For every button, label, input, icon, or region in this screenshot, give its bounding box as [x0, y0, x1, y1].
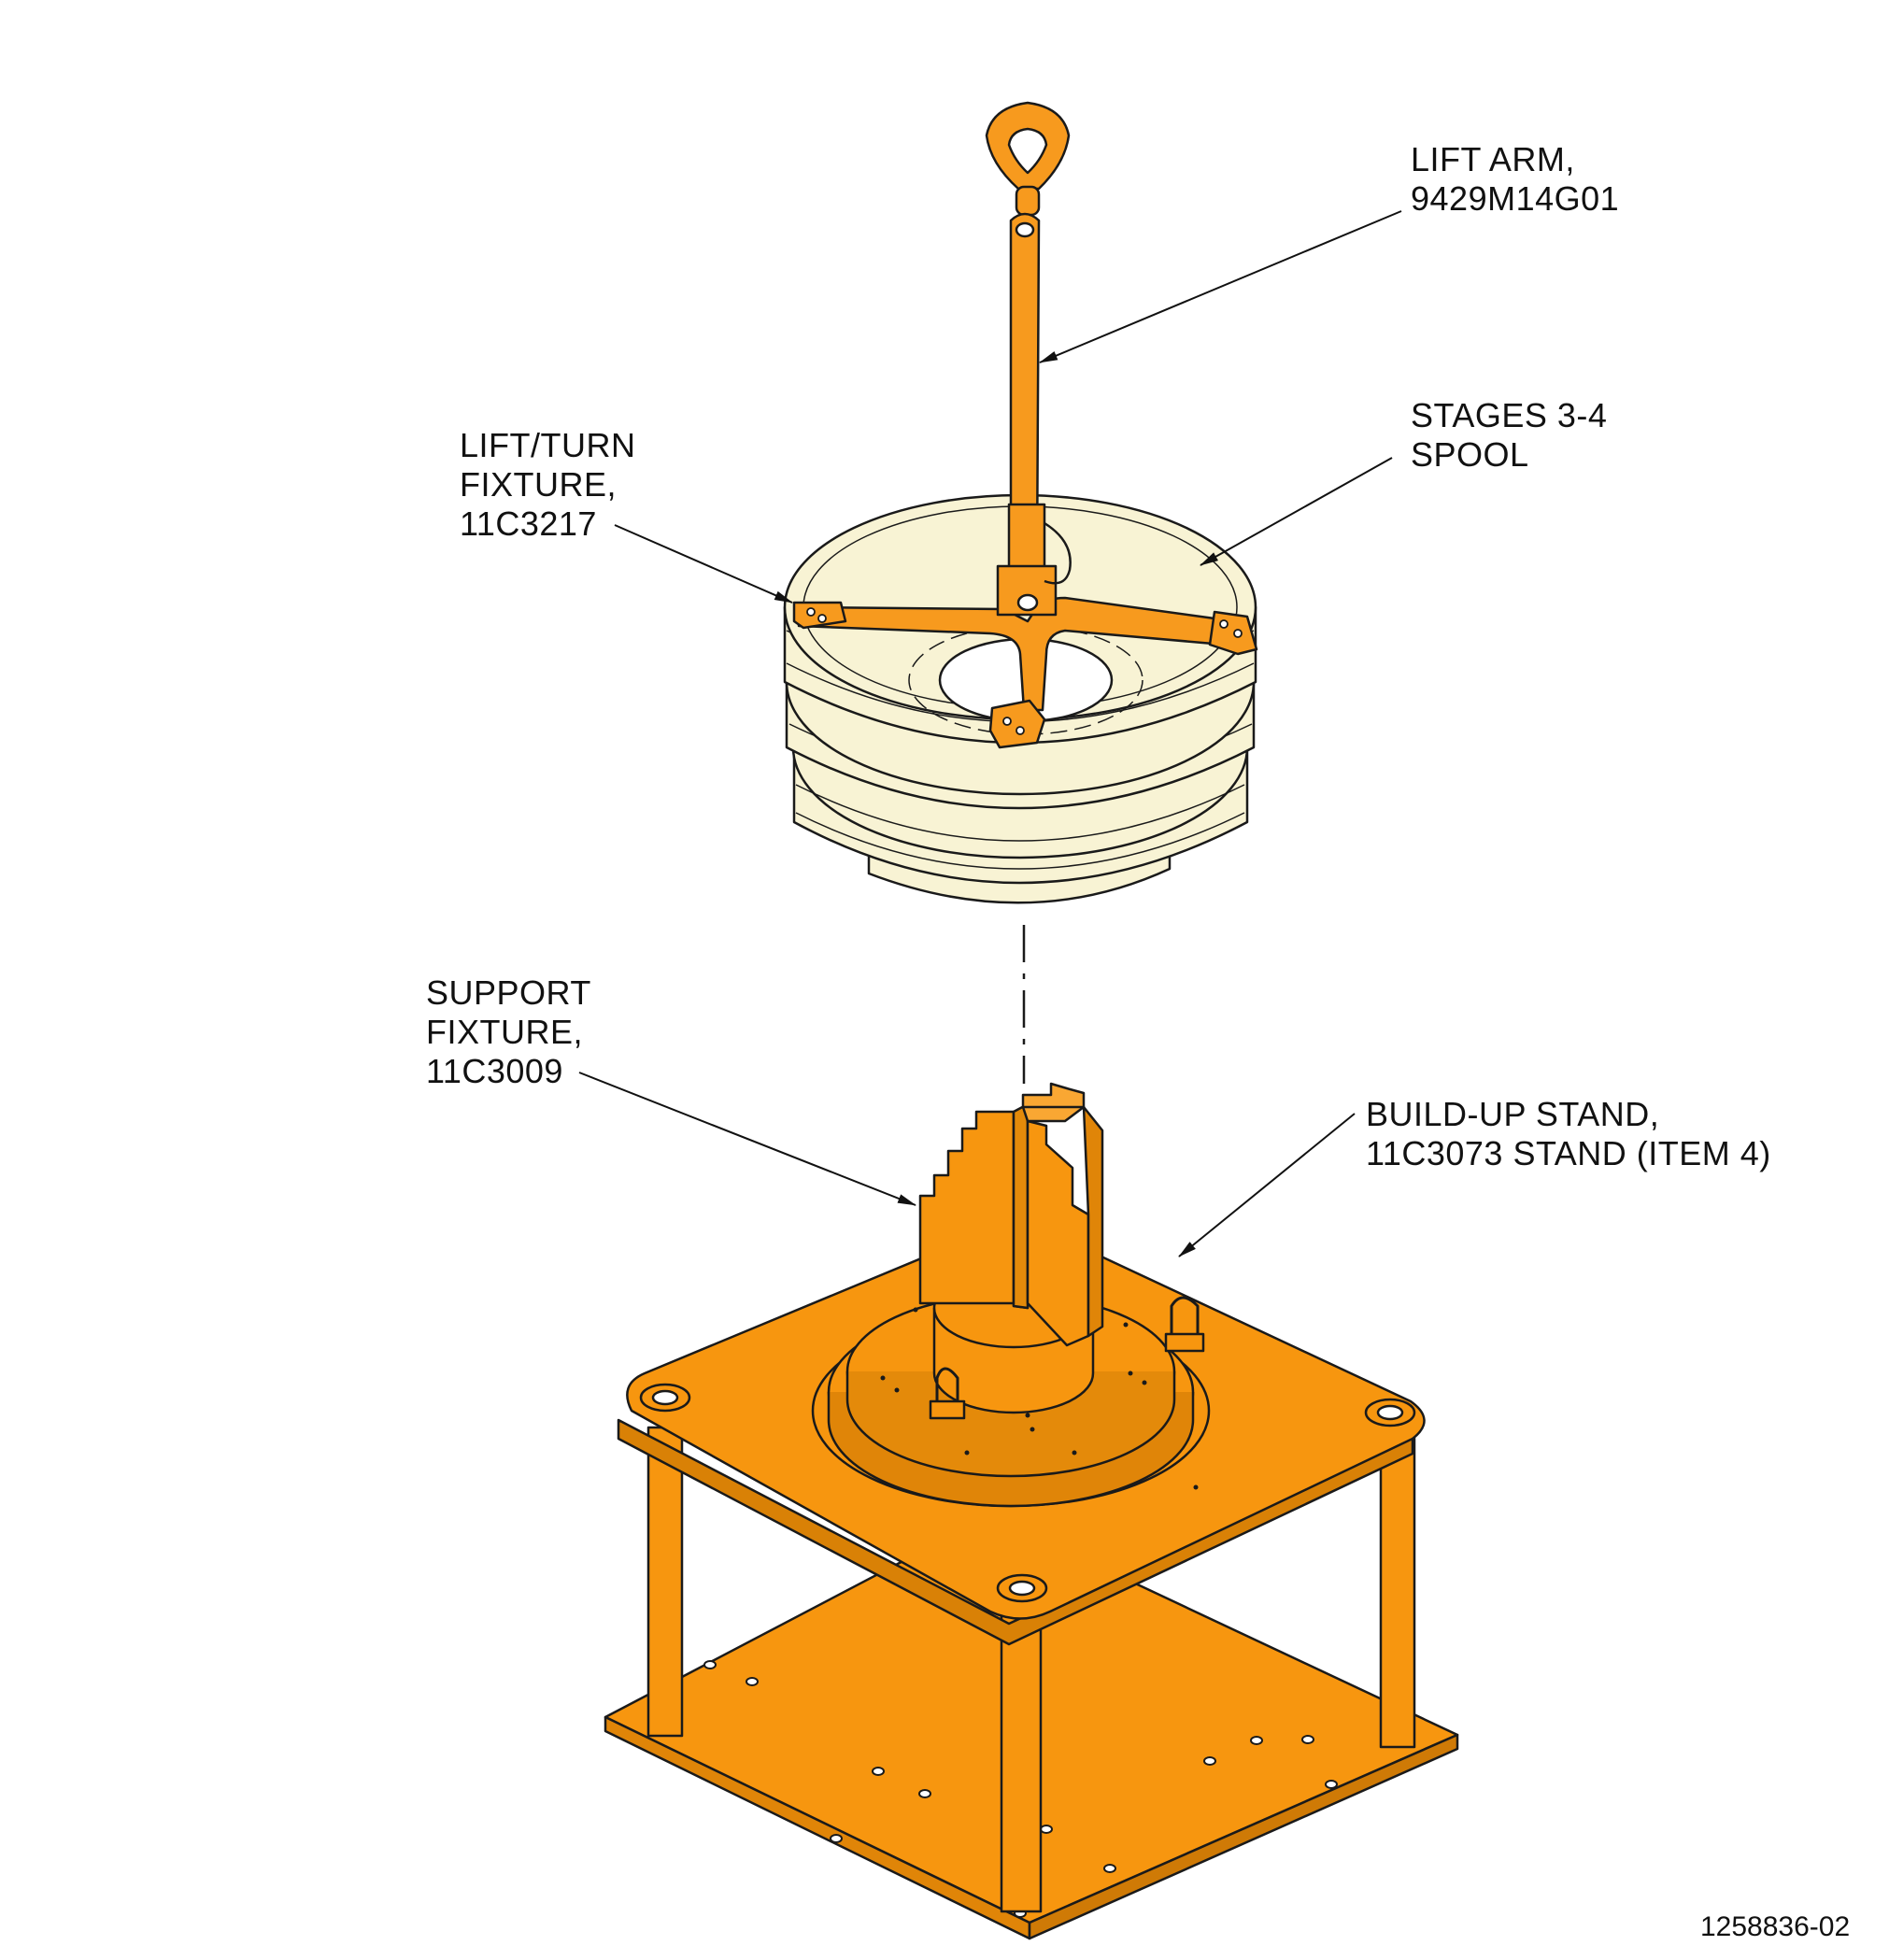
- build-up-stand: [604, 1219, 1459, 1940]
- lift-arm-leader: [1039, 210, 1402, 363]
- lift-arm: [985, 101, 1072, 617]
- support-fixture: [918, 1082, 1104, 1347]
- build-up-stand-label: BUILD-UP STAND, 11C3073 STAND (ITEM 4): [1366, 1095, 1771, 1173]
- build-up-stand-label-line2: 11C3073 STAND (ITEM 4): [1366, 1134, 1771, 1172]
- lift-turn-fixture-label-line2: FIXTURE,: [460, 465, 618, 504]
- stages-spool-label-line2: SPOOL: [1411, 435, 1529, 474]
- lift-turn-fixture-label-line3: 11C3217: [460, 504, 597, 543]
- lift-arm-label-line1: LIFT ARM,: [1411, 140, 1575, 178]
- stages-spool-label-line1: STAGES 3-4: [1411, 396, 1608, 434]
- build-up-stand-label-line1: BUILD-UP STAND,: [1366, 1095, 1660, 1133]
- support-fixture-label-line3: 11C3009: [426, 1052, 563, 1090]
- figure-id: 1258836-02: [1700, 1911, 1851, 1942]
- lift-turn-fixture-leader: [614, 524, 793, 604]
- lift-turn-fixture-label: LIFT/TURN FIXTURE, 11C3217: [460, 426, 636, 544]
- lift-turn-fixture: [792, 596, 1258, 749]
- support-fixture-label-line2: FIXTURE,: [426, 1013, 584, 1051]
- lift-turn-fixture-label-line1: LIFT/TURN: [460, 426, 636, 464]
- lift-arm-label: LIFT ARM, 9429M14G01: [1411, 140, 1619, 219]
- spool-leader: [1200, 457, 1393, 566]
- build-up-stand-leader: [1178, 1113, 1356, 1257]
- lift-arm-label-line2: 9429M14G01: [1411, 179, 1620, 218]
- support-fixture-label-line1: SUPPORT: [426, 973, 591, 1012]
- support-fixture-leader: [578, 1072, 916, 1206]
- stages-spool-label: STAGES 3-4 SPOOL: [1411, 396, 1607, 475]
- support-fixture-label: SUPPORT FIXTURE, 11C3009: [426, 973, 591, 1091]
